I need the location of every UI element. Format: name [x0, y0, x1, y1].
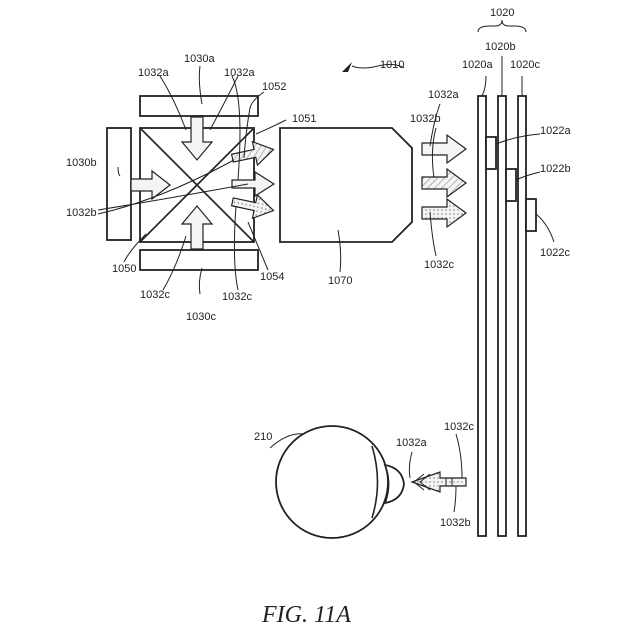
waveguide-1020c [518, 96, 526, 536]
label-1030b: 1030b [66, 157, 97, 169]
incoupling-1022a [486, 137, 496, 169]
label-1032c-1: 1032c [140, 289, 170, 301]
label-1020a: 1020a [462, 59, 493, 71]
label-1051: 1051 [292, 113, 316, 125]
label-1032c-2: 1032c [222, 291, 252, 303]
label-1032c-3: 1032c [424, 259, 454, 271]
waveguide-1020a [478, 96, 486, 536]
label-1020b: 1020b [485, 41, 516, 53]
label-1032b-3: 1032b [440, 517, 471, 529]
label-1032b-1: 1032b [66, 207, 97, 219]
label-1020c: 1020c [510, 59, 540, 71]
light-source-1030b [107, 128, 131, 240]
label-1032b-2: 1032b [410, 113, 441, 125]
incoupling-1022c [526, 199, 536, 231]
label-1070: 1070 [328, 275, 352, 287]
waveguide-1020b [498, 96, 506, 536]
label-1030a: 1030a [184, 53, 215, 65]
label-1032a-3: 1032a [428, 89, 459, 101]
label-1020: 1020 [490, 7, 514, 19]
incoupling-1022b [506, 169, 516, 201]
label-1050: 1050 [112, 263, 136, 275]
label-1032c-4: 1032c [444, 421, 474, 433]
outcoupled-light-arrows [412, 472, 466, 492]
brace-1020 [478, 20, 526, 32]
label-1030c: 1030c [186, 311, 216, 323]
arrow-wg-1032a [422, 169, 466, 197]
figure-caption: FIG. 11A [261, 602, 351, 628]
label-1052: 1052 [262, 81, 286, 93]
arrow-wg-1032b [422, 135, 466, 163]
label-1032a-4: 1032a [396, 437, 427, 449]
light-source-1030a [140, 96, 258, 116]
light-source-1030c [140, 250, 258, 270]
arrow-1010 [342, 62, 352, 72]
eye-210 [276, 426, 404, 538]
label-1010: 1010 [380, 59, 404, 71]
projection-optics-1070 [280, 128, 412, 242]
label-1054: 1054 [260, 271, 284, 283]
label-210: 210 [254, 431, 272, 443]
label-1032a-1: 1032a [138, 67, 169, 79]
label-1022b: 1022b [540, 163, 571, 175]
label-1022a: 1022a [540, 125, 571, 137]
arrow-wg-1032c [422, 199, 466, 227]
label-1032a-2: 1032a [224, 67, 255, 79]
label-1022c: 1022c [540, 247, 570, 259]
